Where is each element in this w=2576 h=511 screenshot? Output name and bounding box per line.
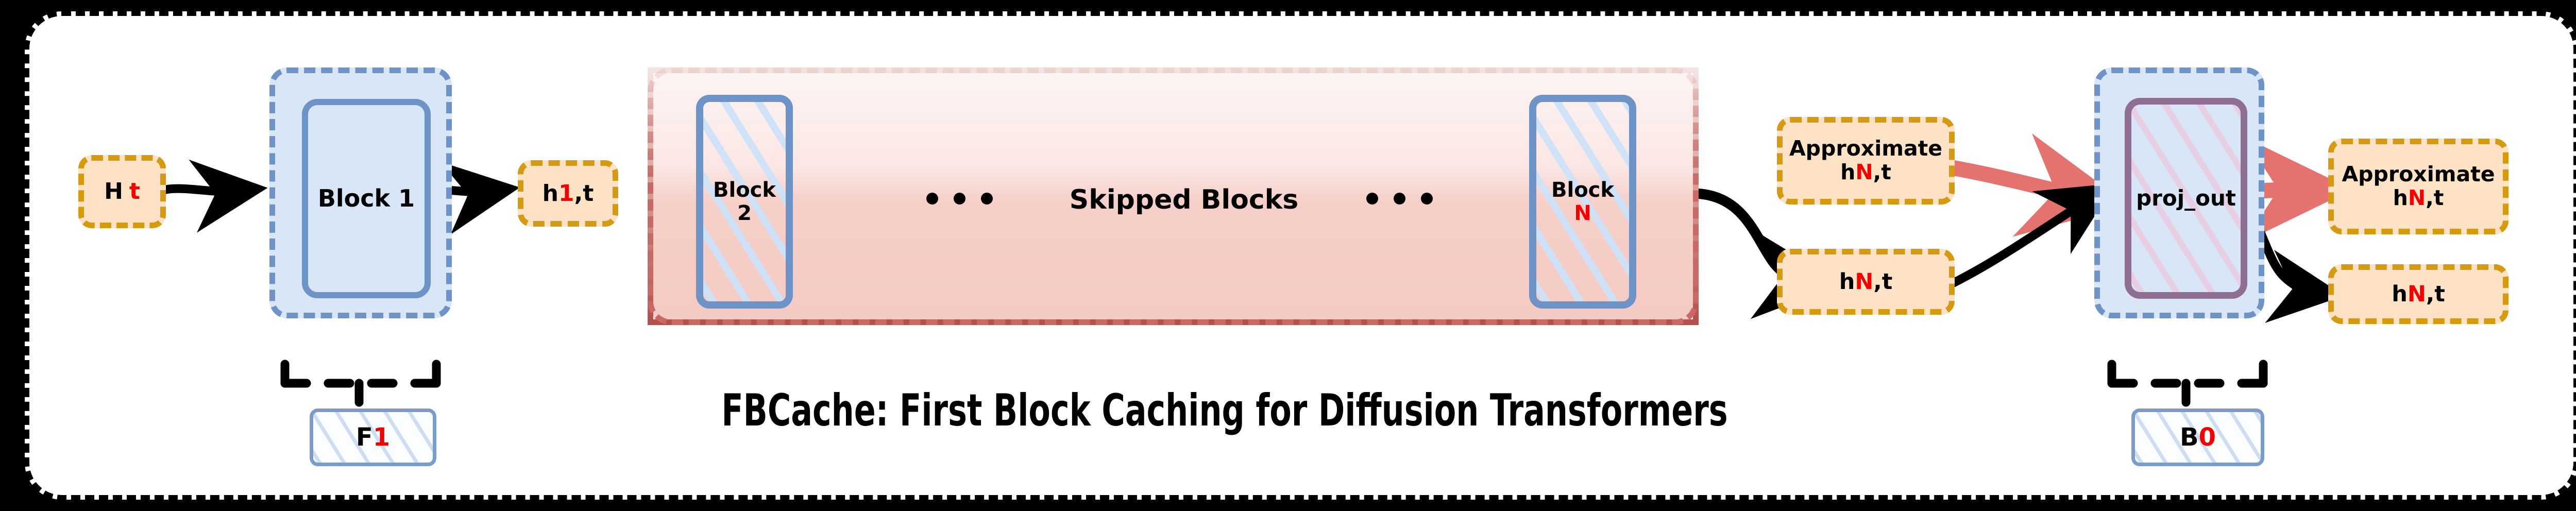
figure-caption-text: FBCache: First Block Caching for Diffusi… <box>721 385 1728 436</box>
skipped-block-n-name: Block <box>1551 178 1614 202</box>
input-label-sub: t <box>129 178 140 205</box>
skipped-block-n-index: N <box>1574 201 1591 225</box>
block1-label: Block 1 <box>317 184 415 213</box>
cache-brace-last <box>2107 360 2268 407</box>
exact-in-suffix: ,t <box>1873 268 1893 295</box>
approx-in-line1: Approximate <box>1789 136 1943 161</box>
h1-suffix: ,t <box>574 180 594 207</box>
approx-in-suffix: ,t <box>1873 160 1891 184</box>
projout-label: proj_out <box>2136 185 2236 211</box>
skipped-block-2[interactable]: Block 2 <box>696 95 793 309</box>
skipped-block-2-name: Block <box>713 178 776 202</box>
projout[interactable]: proj_out <box>2125 98 2247 299</box>
block1-cache-wrapper[interactable]: Block 1 <box>269 67 452 318</box>
exact-in-index: N <box>1855 268 1874 295</box>
projout-cache-wrapper[interactable]: proj_out <box>2094 67 2264 318</box>
h1-index: 1 <box>558 180 574 207</box>
skipped-block-n[interactable]: Block N <box>1529 95 1636 309</box>
approx-out-index: N <box>2408 185 2426 210</box>
cache-brace-first <box>280 360 441 407</box>
skipped-title-text: Skipped Blocks <box>1069 184 1299 215</box>
approx-out-line1: Approximate <box>2342 162 2495 187</box>
ellipsis-left <box>926 193 993 205</box>
exact-out-index: N <box>2407 281 2426 307</box>
approx-out-prefix: h <box>2393 185 2408 210</box>
skipped-block-2-index: 2 <box>737 201 752 225</box>
approx-out-suffix: ,t <box>2426 185 2444 210</box>
skipped-blocks-region[interactable]: Block 2 Skipped Blocks Block N <box>648 67 1699 325</box>
input-label-main: H <box>104 178 123 205</box>
block1[interactable]: Block 1 <box>302 99 431 298</box>
arrow-hn-to-projout <box>1949 183 2116 287</box>
exact-in-prefix: h <box>1839 268 1855 295</box>
cache-tag-last-letter: B <box>2180 423 2199 452</box>
h1-prefix: h <box>542 180 558 207</box>
cache-tag-last-digit: 0 <box>2198 423 2216 452</box>
arrow-approx-to-projout-red <box>1946 133 2129 237</box>
cache-tag-first-letter: F <box>355 423 373 452</box>
input-tensor-pill[interactable]: H t <box>78 155 166 228</box>
figure-caption: FBCache: First Block Caching for Diffusi… <box>681 385 1769 436</box>
ellipsis-right <box>1366 193 1433 205</box>
exact-out-suffix: ,t <box>2426 281 2445 307</box>
approx-in-index: N <box>1855 160 1873 184</box>
exact-out-prefix: h <box>2392 281 2408 307</box>
approx-hn-input-pill[interactable]: Approximate hN,t <box>1777 117 1955 205</box>
approx-hn-output-pill[interactable]: Approximate hN,t <box>2328 139 2509 234</box>
skipped-blocks-title: Skipped Blocks <box>1019 184 1349 215</box>
arrow-input-to-block1 <box>161 159 268 233</box>
approx-in-prefix: h <box>1840 160 1856 184</box>
cache-tag-first-digit: 1 <box>372 423 391 452</box>
